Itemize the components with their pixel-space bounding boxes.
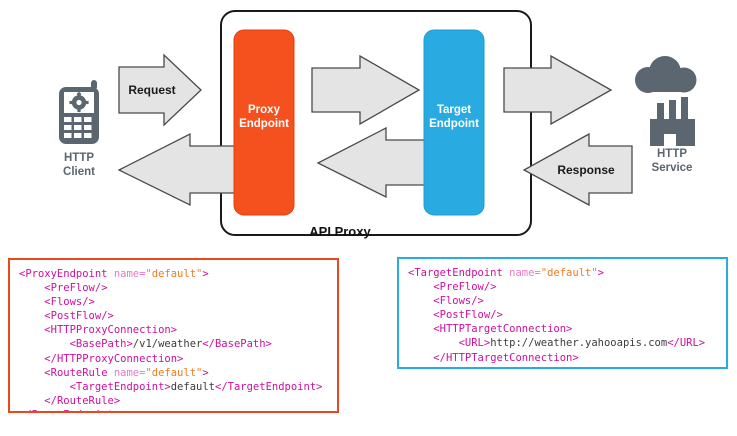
proxy-endpoint-label-line2: Endpoint xyxy=(239,118,289,130)
target-endpoint-label-line1: Target xyxy=(437,104,471,116)
proxy-endpoint-code-text: <ProxyEndpoint name="default"> <PreFlow/… xyxy=(19,268,323,411)
target-endpoint-label-line2: Endpoint xyxy=(429,118,479,130)
http-service-label-line1: HTTP xyxy=(657,148,687,160)
response-arrow-label: Response xyxy=(557,163,615,177)
api-proxy-container-label: API Proxy xyxy=(309,224,371,239)
proxy-to-target-arrow xyxy=(311,54,421,126)
cloud-factory-icon xyxy=(635,56,697,146)
api-proxy-diagram: Request Response Proxy Endpoint xyxy=(59,10,697,239)
response-arrow: Response xyxy=(522,132,633,207)
mobile-phone-icon xyxy=(59,80,99,144)
target-to-service-arrow xyxy=(503,54,613,126)
proxy-endpoint-label-line1: Proxy xyxy=(248,104,281,116)
target-endpoint-code-text: <TargetEndpoint name="default"> <PreFlow… xyxy=(408,267,706,367)
target-endpoint-box[interactable]: Target Endpoint xyxy=(423,29,485,216)
request-arrow-label: Request xyxy=(128,83,175,97)
proxy-to-client-arrow xyxy=(117,132,243,207)
proxy-endpoint-code-block: <ProxyEndpoint name="default"> <PreFlow/… xyxy=(8,258,339,413)
http-service-label-line2: Service xyxy=(652,162,693,174)
target-endpoint-code-block: <TargetEndpoint name="default"> <PreFlow… xyxy=(397,257,728,369)
request-arrow: Request xyxy=(118,53,202,127)
proxy-endpoint-box[interactable]: Proxy Endpoint xyxy=(233,29,295,216)
http-client-label-line1: HTTP xyxy=(64,152,94,164)
http-client-label-line2: Client xyxy=(63,166,95,178)
